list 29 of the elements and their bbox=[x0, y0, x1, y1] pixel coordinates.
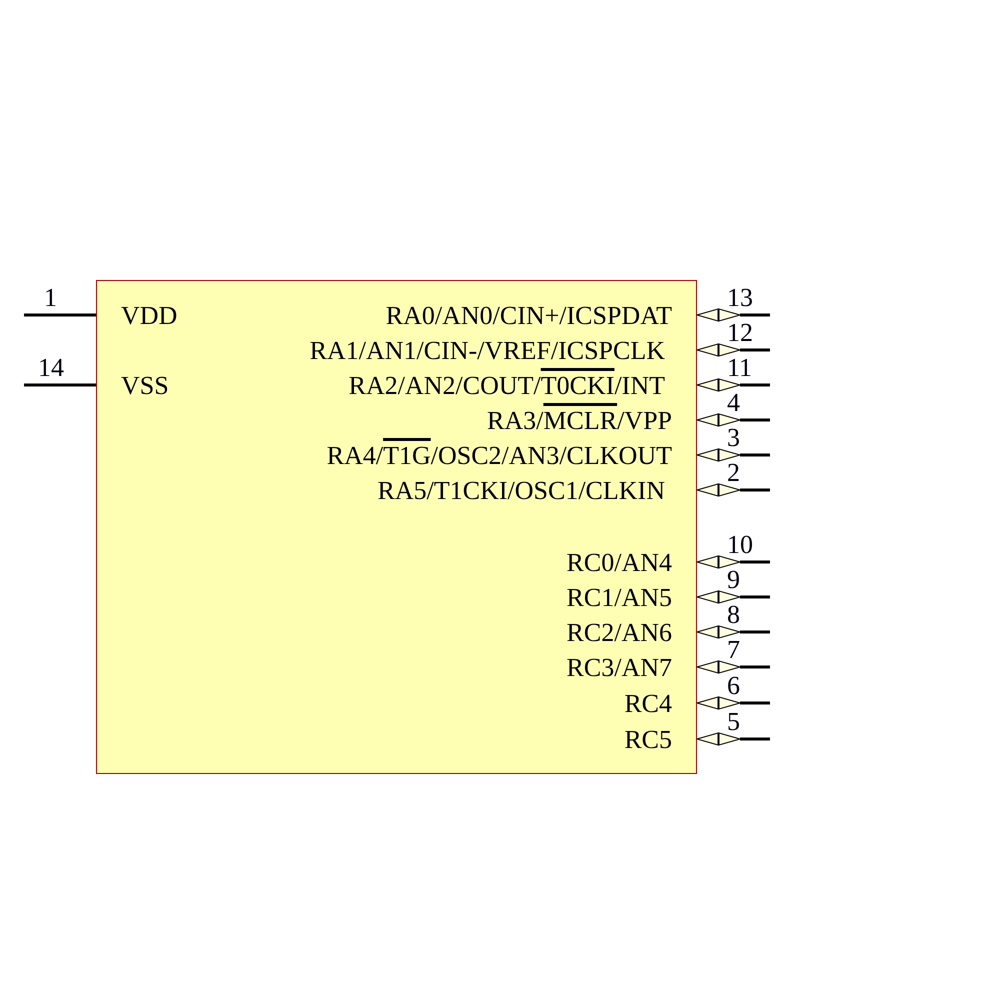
pin-name: RA5/T1CKI/OSC1/CLKIN bbox=[378, 476, 665, 506]
pin-name: VSS bbox=[121, 371, 169, 401]
pin-name: RA4/T1G/OSC2/AN3/CLKOUT bbox=[326, 441, 672, 471]
pin-number: 12 bbox=[727, 320, 753, 346]
pin-name: RC0/AN4 bbox=[566, 548, 672, 578]
pin-number: 13 bbox=[727, 285, 753, 311]
pin-number: 6 bbox=[727, 673, 740, 699]
pin-name: RA2/AN2/COUT/T0CKI/INT bbox=[348, 371, 665, 401]
pin-number: 10 bbox=[727, 532, 753, 558]
pin-number: 3 bbox=[727, 425, 740, 451]
pin-number: 5 bbox=[727, 709, 740, 735]
pin-number: 2 bbox=[727, 460, 740, 486]
pin-number: 9 bbox=[727, 567, 740, 593]
pin-name: RC2/AN6 bbox=[566, 618, 672, 648]
pin-name: RA3/MCLR/VPP bbox=[487, 406, 672, 436]
pin-number: 7 bbox=[727, 637, 740, 663]
pin-number: 11 bbox=[727, 355, 752, 381]
pin-name: RC3/AN7 bbox=[566, 653, 672, 683]
pin-name: RA1/AN1/CIN-/VREF/ICSPCLK bbox=[310, 336, 665, 366]
pin-number: 8 bbox=[727, 602, 740, 628]
pin-number: 1 bbox=[44, 285, 57, 311]
pin-name: RC1/AN5 bbox=[566, 583, 672, 613]
pin-number: 14 bbox=[38, 355, 64, 381]
pin-number: 4 bbox=[727, 390, 740, 416]
ic-body bbox=[96, 280, 697, 774]
pin-name: VDD bbox=[121, 301, 178, 331]
pin-name: RC5 bbox=[624, 725, 672, 755]
pin-name: RC4 bbox=[624, 689, 672, 719]
pin-name: RA0/AN0/CIN+/ICSPDAT bbox=[386, 301, 672, 331]
